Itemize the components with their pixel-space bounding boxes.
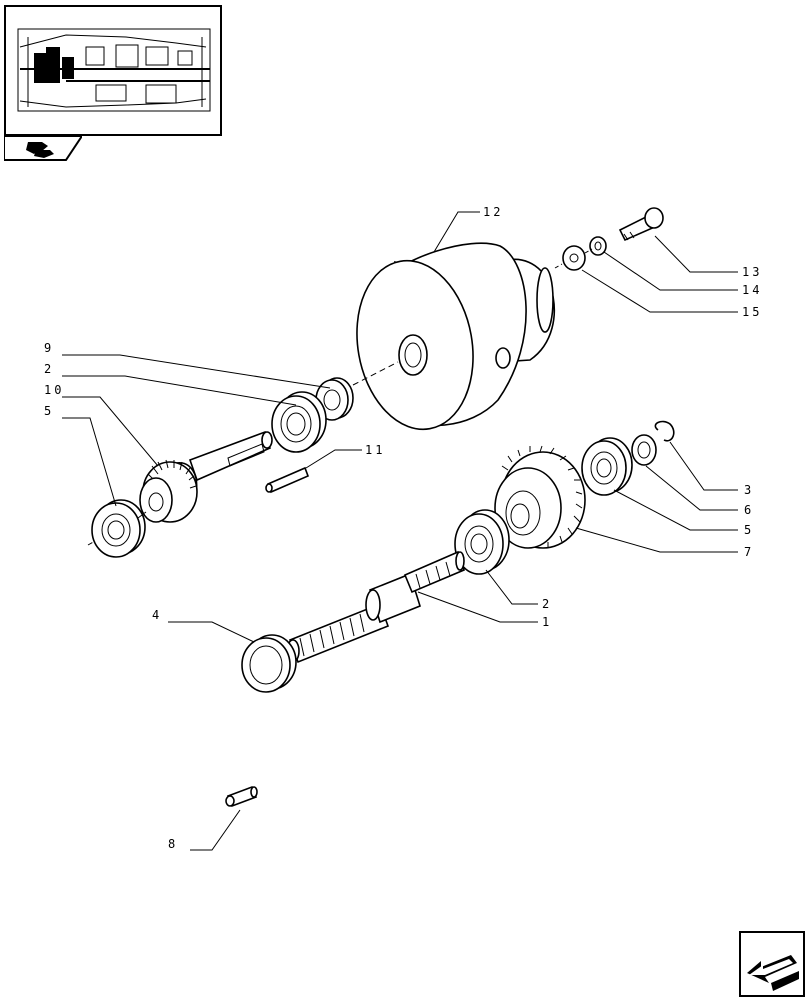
callout-5-right: 5 [744,523,754,537]
bearing-part [271,391,327,453]
callout-2-lower: 2 [542,597,552,611]
gear-part [494,445,586,549]
circlip-part [654,420,675,442]
leader-lines [62,211,738,851]
callout-10: 11 [365,443,385,457]
callout-12: 12 [483,205,503,219]
callout-4: 4 [152,608,162,622]
key-part [266,466,310,494]
next-page-button[interactable] [739,931,805,997]
callout-1: 1 [542,615,552,629]
arrow-next-page-icon [747,955,799,991]
bolt-part [618,207,664,242]
gearbox-section-icon[interactable] [3,135,84,162]
gearbox-section-thumbnail [17,28,211,112]
pin-part [225,785,258,808]
bearing-lower-part [454,509,510,575]
locator-thumbnail [4,5,222,136]
callout-7: 7 [744,545,754,559]
callout-2-upper: 2 [44,362,54,376]
callout-14: 14 [742,283,762,297]
output-shaft-part [286,550,465,664]
callout-8: 10 [44,383,64,397]
callout-13: 13 [742,265,762,279]
washer-part [562,245,586,271]
callout-15: 15 [742,305,762,319]
bearing-right-part [581,437,633,496]
callout-6: 6 [744,503,754,517]
callout-5-left: 5 [44,404,54,418]
seal-part [241,634,297,693]
housing-part [356,242,556,431]
callout-3: 3 [744,483,754,497]
input-shaft-gear-part [139,430,273,523]
bearing-left-part [91,499,146,558]
callout-9: 9 [44,341,54,355]
callout-11: 8 [168,837,178,851]
thrust-washer-part [631,434,657,466]
lock-washer-part [589,236,607,256]
